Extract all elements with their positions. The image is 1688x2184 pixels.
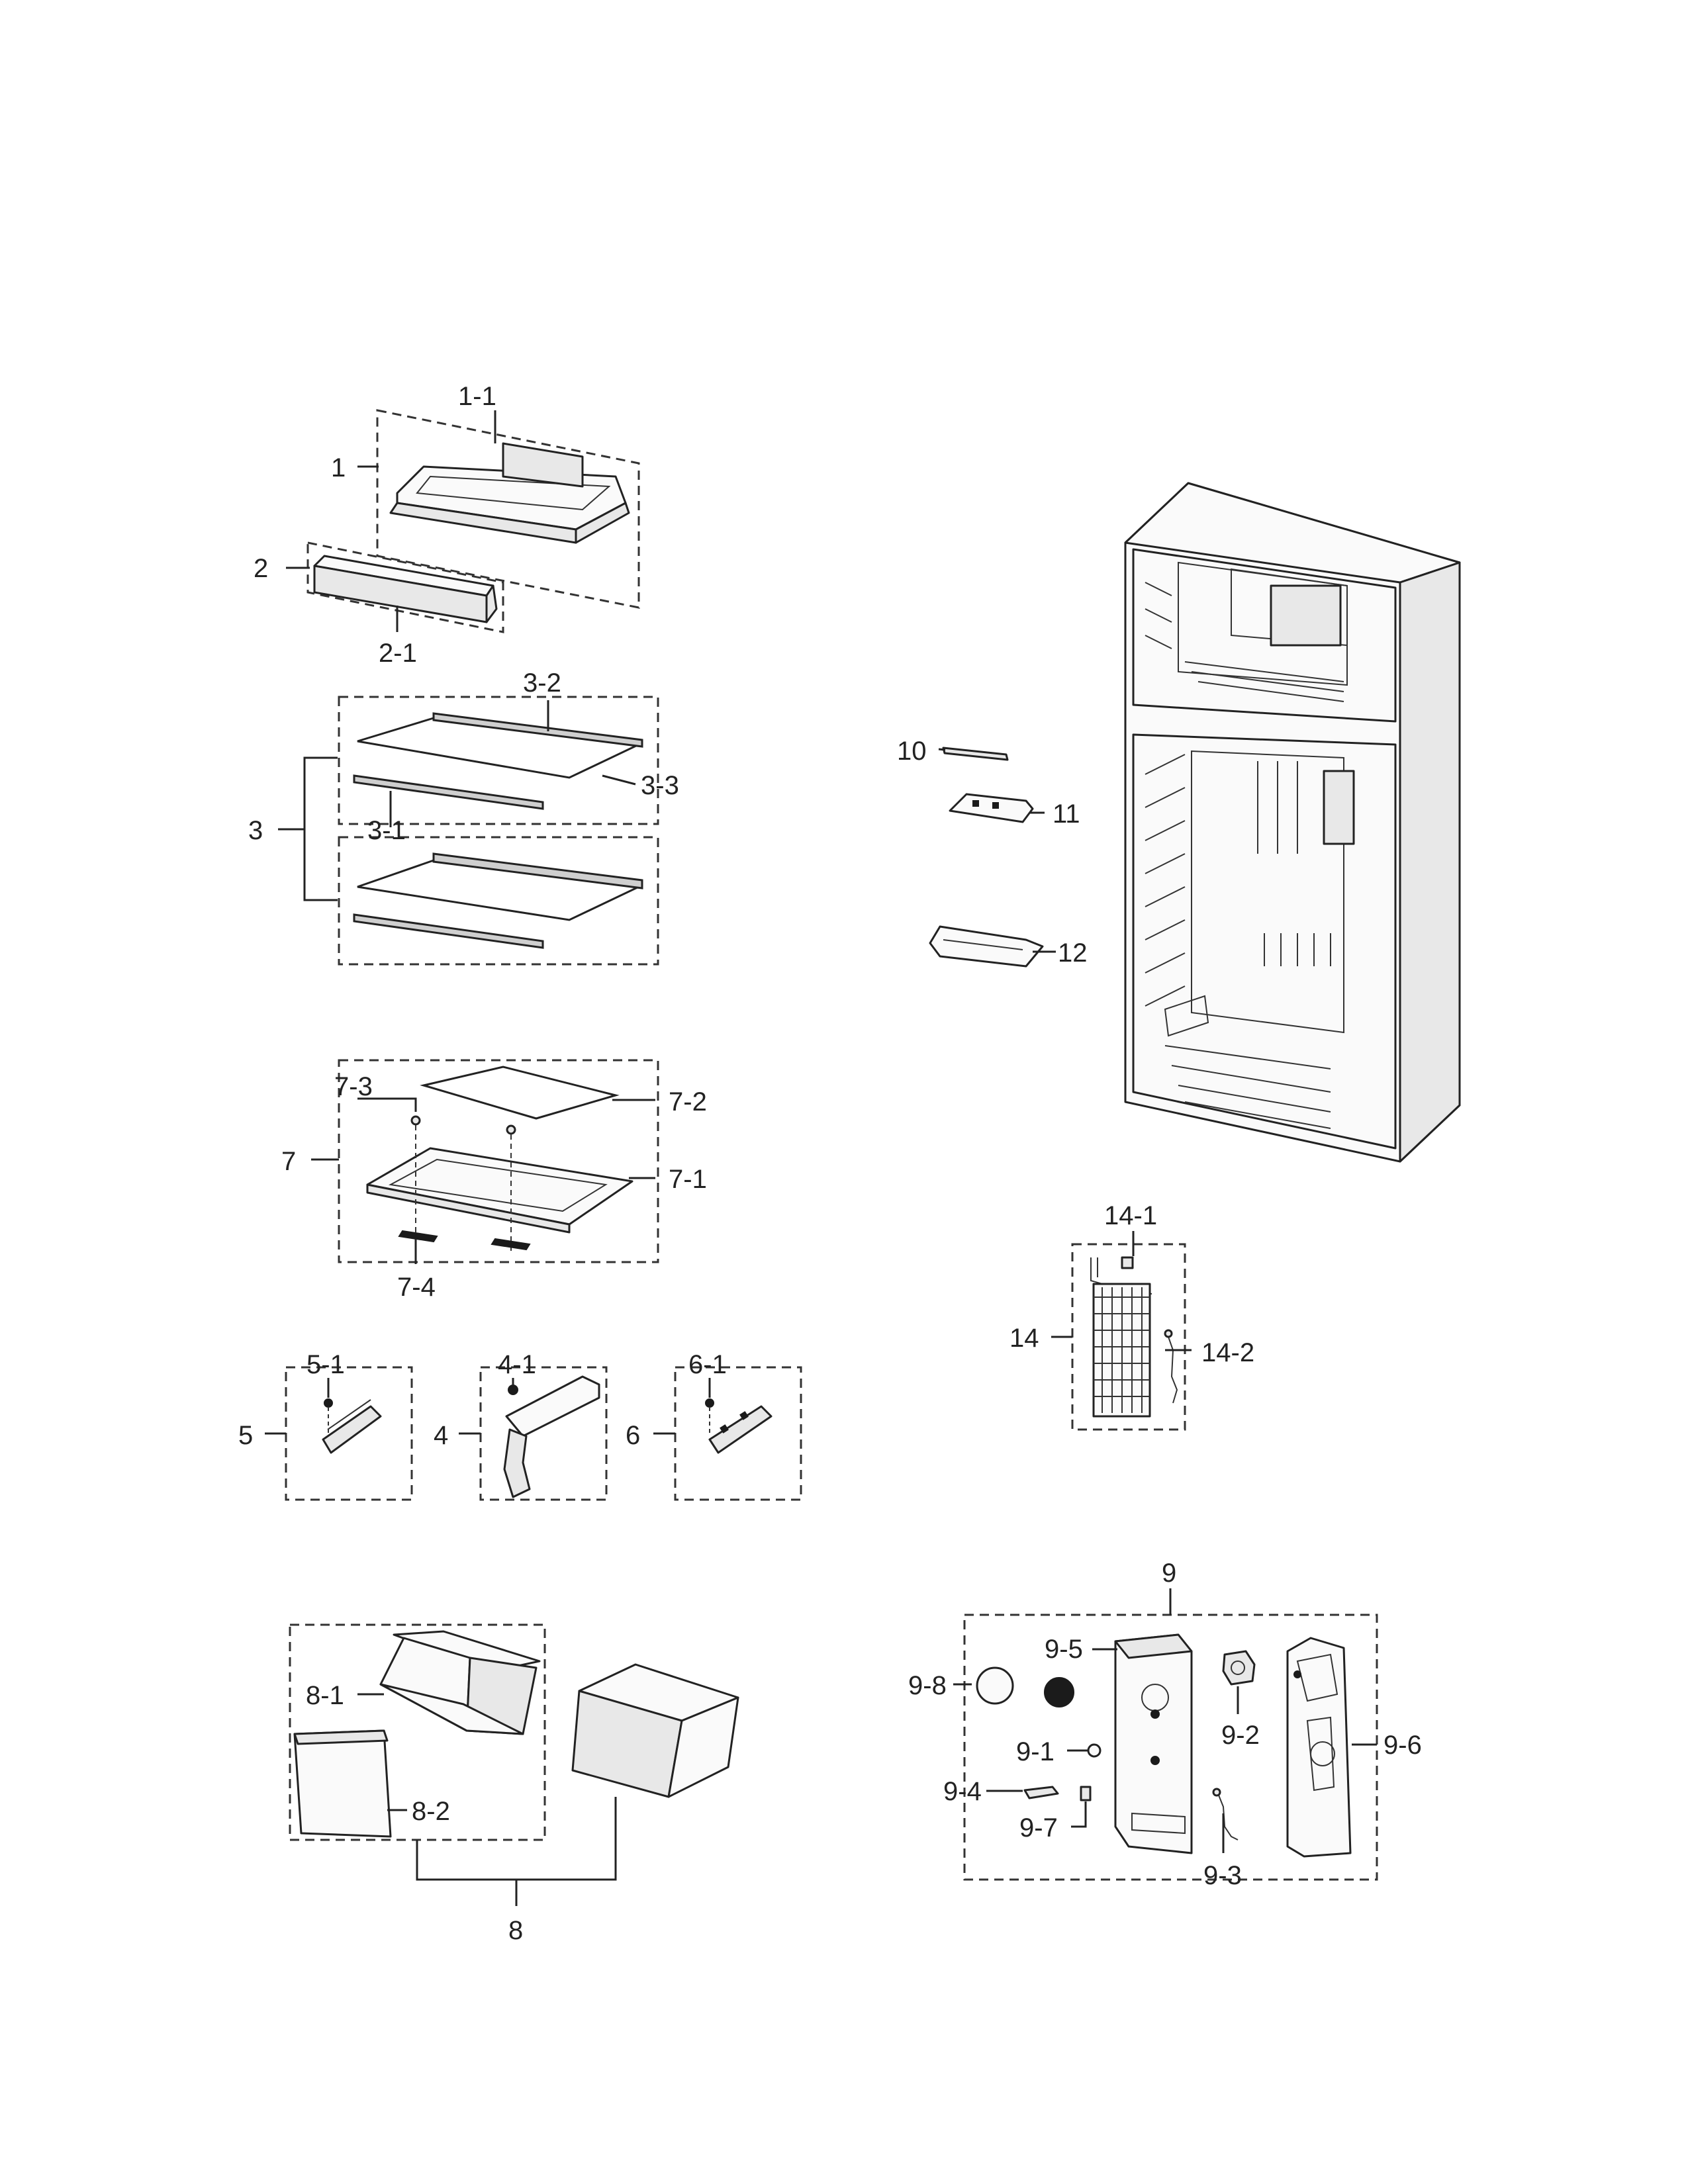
part-9-7[interactable] (1080, 1786, 1092, 1801)
shelf-tray-side (575, 502, 630, 544)
crisper-cover-top (293, 1729, 389, 1745)
callout-9-8: 9-8 (908, 1671, 947, 1700)
freezer-evaporator-cover (1270, 584, 1342, 647)
part-group-8: 8-1 8-2 8 (289, 1623, 739, 1945)
shelf-support-right[interactable] (708, 1405, 773, 1454)
callout-9-6: 9-6 (1383, 1731, 1422, 1760)
callout-9-1: 9-1 (1016, 1737, 1055, 1766)
part-9-8-cap[interactable] (1044, 1677, 1074, 1707)
screw-5-1 (324, 1398, 333, 1408)
callout-2-1: 2-1 (379, 639, 417, 668)
shelf-rear-rail-upper (432, 712, 643, 748)
part-group-4: 4-1 4 (434, 1350, 608, 1501)
callout-9-2: 9-2 (1221, 1721, 1260, 1750)
callout-9-3: 9-3 (1203, 1861, 1242, 1890)
callout-8: 8 (508, 1916, 523, 1945)
crisper-frame-front (366, 1183, 571, 1234)
part-group-6: 6-1 6 (626, 1350, 802, 1501)
refrigerator-cabinet (1124, 482, 1461, 1163)
part-group-5: 5-1 5 (238, 1350, 413, 1501)
condenser-clip (1164, 1329, 1173, 1338)
part-group-3: 3-2 3-3 3-1 3 (248, 668, 679, 966)
part-11[interactable] (949, 793, 1034, 823)
crisper-drawer-cover[interactable] (293, 1729, 392, 1838)
callout-6-1: 6-1 (688, 1350, 727, 1379)
screw-6-1 (705, 1398, 714, 1408)
shelf-front-rail-upper (353, 774, 544, 810)
callout-3-1: 3-1 (367, 816, 406, 845)
group-3-upper-box (338, 696, 659, 825)
part-group-1: 1-1 1 (331, 382, 640, 609)
crisper-cover-glass[interactable] (420, 1066, 620, 1120)
cover-support-right (491, 1238, 531, 1251)
tray-divider[interactable] (502, 442, 584, 488)
shelf-rear-rail-lower (432, 852, 643, 889)
callout-3-3: 3-3 (641, 771, 679, 800)
callout-8-2: 8-2 (412, 1797, 450, 1826)
condenser-fitting (1121, 1256, 1134, 1269)
callout-9-7: 9-7 (1019, 1813, 1058, 1843)
callout-8-1: 8-1 (306, 1681, 344, 1710)
part-9-3[interactable] (1217, 1793, 1239, 1841)
screw-4-1 (508, 1385, 518, 1395)
callout-1-1: 1-1 (458, 382, 496, 411)
part-9-8-seal[interactable] (976, 1666, 1014, 1705)
cover-clip-right (506, 1124, 516, 1135)
crisper-frame-inner (388, 1158, 608, 1212)
callout-1: 1 (331, 453, 346, 482)
part-10[interactable] (942, 747, 1009, 761)
shelf-support-left[interactable] (322, 1405, 382, 1454)
part-9-1[interactable] (1087, 1743, 1102, 1758)
trim-end (485, 584, 498, 623)
callout-11: 11 (1053, 799, 1080, 829)
callout-7-3: 7-3 (334, 1072, 373, 1101)
part-group-7: 7-3 7-2 7-1 7-4 7 (281, 1059, 707, 1302)
shelf-bracket-top (505, 1375, 600, 1437)
group-3-lower-box (338, 836, 659, 966)
callout-9-4: 9-4 (943, 1777, 982, 1806)
callout-7-1: 7-1 (669, 1165, 707, 1194)
group-2-box (306, 541, 504, 633)
part-group-14: 14-1 14-2 14 (1009, 1201, 1254, 1431)
callout-7-4: 7-4 (397, 1273, 436, 1302)
callout-2: 2 (254, 554, 268, 583)
callout-6: 6 (626, 1421, 640, 1450)
part-9-2[interactable] (1222, 1650, 1256, 1686)
part-group-10-11-12: 10 11 12 (897, 737, 1088, 968)
callout-5: 5 (238, 1421, 253, 1450)
shelf-front-rail-lower (353, 913, 544, 949)
part-9-5-cover[interactable] (1114, 1633, 1193, 1854)
crisper-drawer-2-side (667, 1696, 739, 1798)
callout-4-1: 4-1 (498, 1350, 536, 1379)
crisper-drawer[interactable] (379, 1683, 524, 1735)
part-group-9: 9 9-8 9-5 9-1 9-4 9-7 9-2 (908, 1559, 1422, 1890)
shelf-bracket[interactable] (503, 1428, 531, 1498)
part-group-2: 2-1 2 (254, 541, 504, 668)
part-9-6-duct[interactable] (1286, 1637, 1352, 1858)
part-12[interactable] (929, 925, 1044, 968)
callout-12: 12 (1058, 938, 1088, 968)
control-box (1323, 770, 1355, 845)
callout-7-2: 7-2 (669, 1087, 707, 1116)
callout-9-5: 9-5 (1045, 1635, 1083, 1664)
callout-14-2: 14-2 (1201, 1338, 1254, 1367)
cover-support-left (398, 1230, 438, 1243)
callout-9: 9 (1162, 1559, 1176, 1588)
callout-14-1: 14-1 (1104, 1201, 1157, 1230)
group-7-box (338, 1059, 659, 1263)
cover-top-tab (1114, 1633, 1193, 1659)
callout-10: 10 (897, 737, 927, 766)
group-1-box (376, 409, 640, 609)
cover-clip-left (410, 1115, 421, 1126)
callout-4: 4 (434, 1421, 448, 1450)
cabinet-side (1399, 561, 1461, 1163)
callout-5-1: 5-1 (306, 1350, 345, 1379)
callout-3-2: 3-2 (523, 668, 561, 698)
callout-7: 7 (281, 1147, 296, 1176)
callout-3: 3 (248, 816, 263, 845)
part-9-4[interactable] (1023, 1786, 1059, 1799)
callout-14: 14 (1009, 1324, 1039, 1353)
